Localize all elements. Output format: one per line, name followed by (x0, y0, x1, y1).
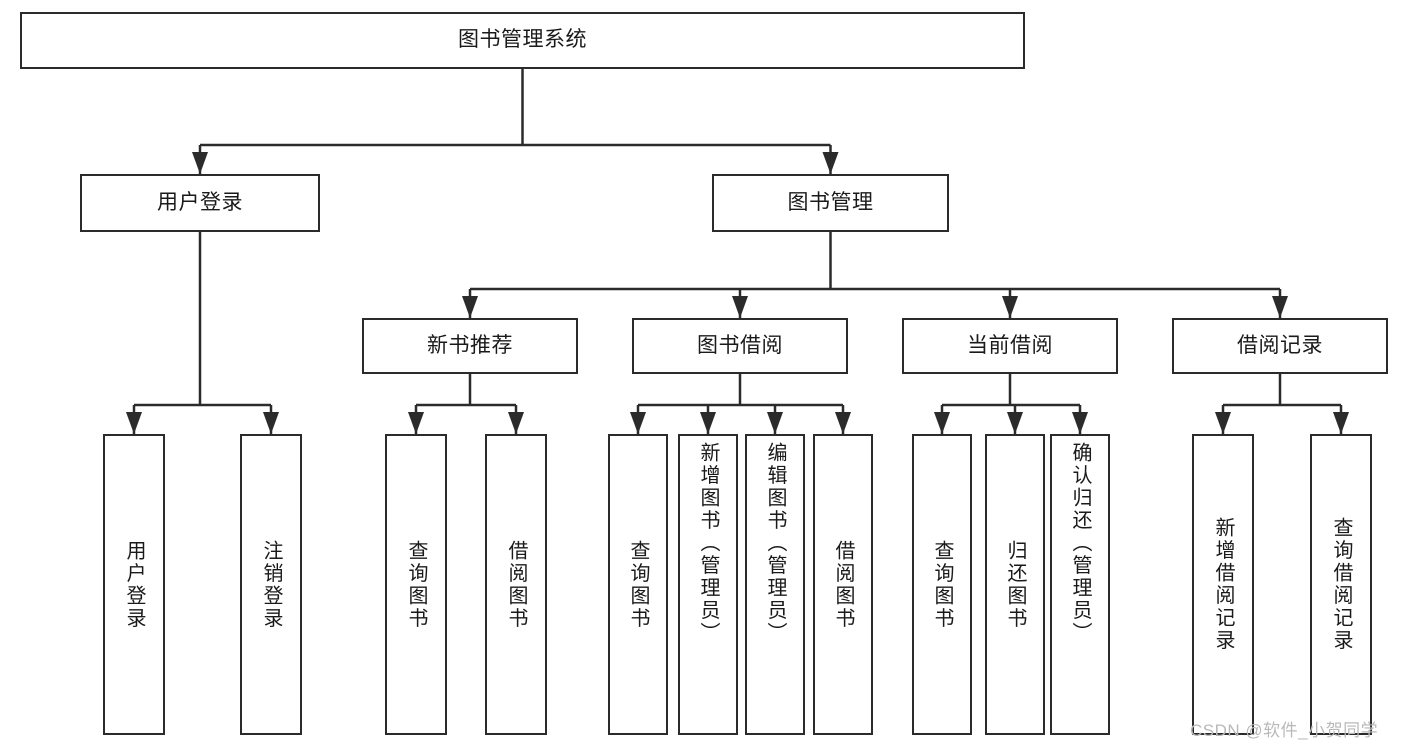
arrow-head-icon (1272, 296, 1288, 318)
node-label: 新增图书（管理员） (697, 442, 719, 645)
node-leaf-user-login[interactable]: 用户登录 (103, 434, 165, 735)
node-label: 查询图书 (405, 539, 427, 630)
node-label: 图书管理系统 (458, 28, 587, 52)
node-borrow-record[interactable]: 借阅记录 (1172, 318, 1388, 374)
node-leaf-query-book-1[interactable]: 查询图书 (385, 434, 447, 735)
node-leaf-logout[interactable]: 注销登录 (240, 434, 302, 735)
arrow-head-icon (408, 412, 424, 434)
arrow-head-icon (1215, 412, 1231, 434)
node-leaf-add-record[interactable]: 新增借阅记录 (1192, 434, 1254, 735)
watermark-text: CSDN @软件_小贺同学 (1190, 721, 1379, 740)
node-label: 查询图书 (627, 539, 649, 630)
node-label: 查询图书 (931, 539, 953, 630)
node-label: 确认归还（管理员） (1069, 442, 1091, 645)
node-book-manage[interactable]: 图书管理 (712, 174, 949, 232)
arrow-head-icon (630, 412, 646, 434)
node-label: 查询借阅记录 (1330, 517, 1352, 652)
node-label: 归还图书 (1004, 539, 1026, 630)
node-label: 借阅记录 (1237, 333, 1323, 357)
node-leaf-query-book-3[interactable]: 查询图书 (912, 434, 972, 735)
node-leaf-confirm-return[interactable]: 确认归还（管理员） (1050, 434, 1110, 735)
node-leaf-return-book[interactable]: 归还图书 (985, 434, 1045, 735)
arrow-head-icon (508, 412, 524, 434)
node-label: 当前借阅 (967, 333, 1053, 357)
node-leaf-borrow-book-1[interactable]: 借阅图书 (485, 434, 547, 735)
node-label: 编辑图书（管理员） (764, 442, 786, 645)
arrow-head-icon (192, 152, 208, 174)
node-label: 新增借阅记录 (1212, 517, 1234, 652)
node-leaf-edit-book[interactable]: 编辑图书（管理员） (745, 434, 805, 735)
arrow-head-icon (462, 296, 478, 318)
arrow-head-icon (1333, 412, 1349, 434)
arrow-head-icon (1002, 296, 1018, 318)
node-root[interactable]: 图书管理系统 (20, 12, 1025, 69)
node-current-borrow[interactable]: 当前借阅 (902, 318, 1118, 374)
arrow-head-icon (767, 412, 783, 434)
node-book-borrow[interactable]: 图书借阅 (632, 318, 848, 374)
arrow-head-icon (126, 412, 142, 434)
arrow-head-icon (1072, 412, 1088, 434)
node-leaf-add-book[interactable]: 新增图书（管理员） (678, 434, 738, 735)
arrow-head-icon (1007, 412, 1023, 434)
arrow-head-icon (732, 296, 748, 318)
node-label: 借阅图书 (505, 539, 527, 630)
node-label: 借阅图书 (832, 539, 854, 630)
node-label: 注销登录 (260, 539, 282, 630)
node-label: 用户登录 (123, 539, 145, 630)
node-leaf-borrow-book-2[interactable]: 借阅图书 (813, 434, 873, 735)
node-leaf-query-record[interactable]: 查询借阅记录 (1310, 434, 1372, 735)
arrow-head-icon (700, 412, 716, 434)
arrow-head-icon (263, 412, 279, 434)
node-new-book-rec[interactable]: 新书推荐 (362, 318, 578, 374)
node-label: 新书推荐 (427, 333, 513, 357)
node-label: 图书借阅 (697, 333, 783, 357)
node-label: 图书管理 (787, 190, 874, 214)
arrow-head-icon (822, 152, 839, 174)
node-leaf-query-book-2[interactable]: 查询图书 (608, 434, 668, 735)
node-user-login[interactable]: 用户登录 (80, 174, 320, 232)
node-label: 用户登录 (157, 190, 243, 214)
arrow-head-icon (934, 412, 950, 434)
arrow-head-icon (835, 412, 851, 434)
